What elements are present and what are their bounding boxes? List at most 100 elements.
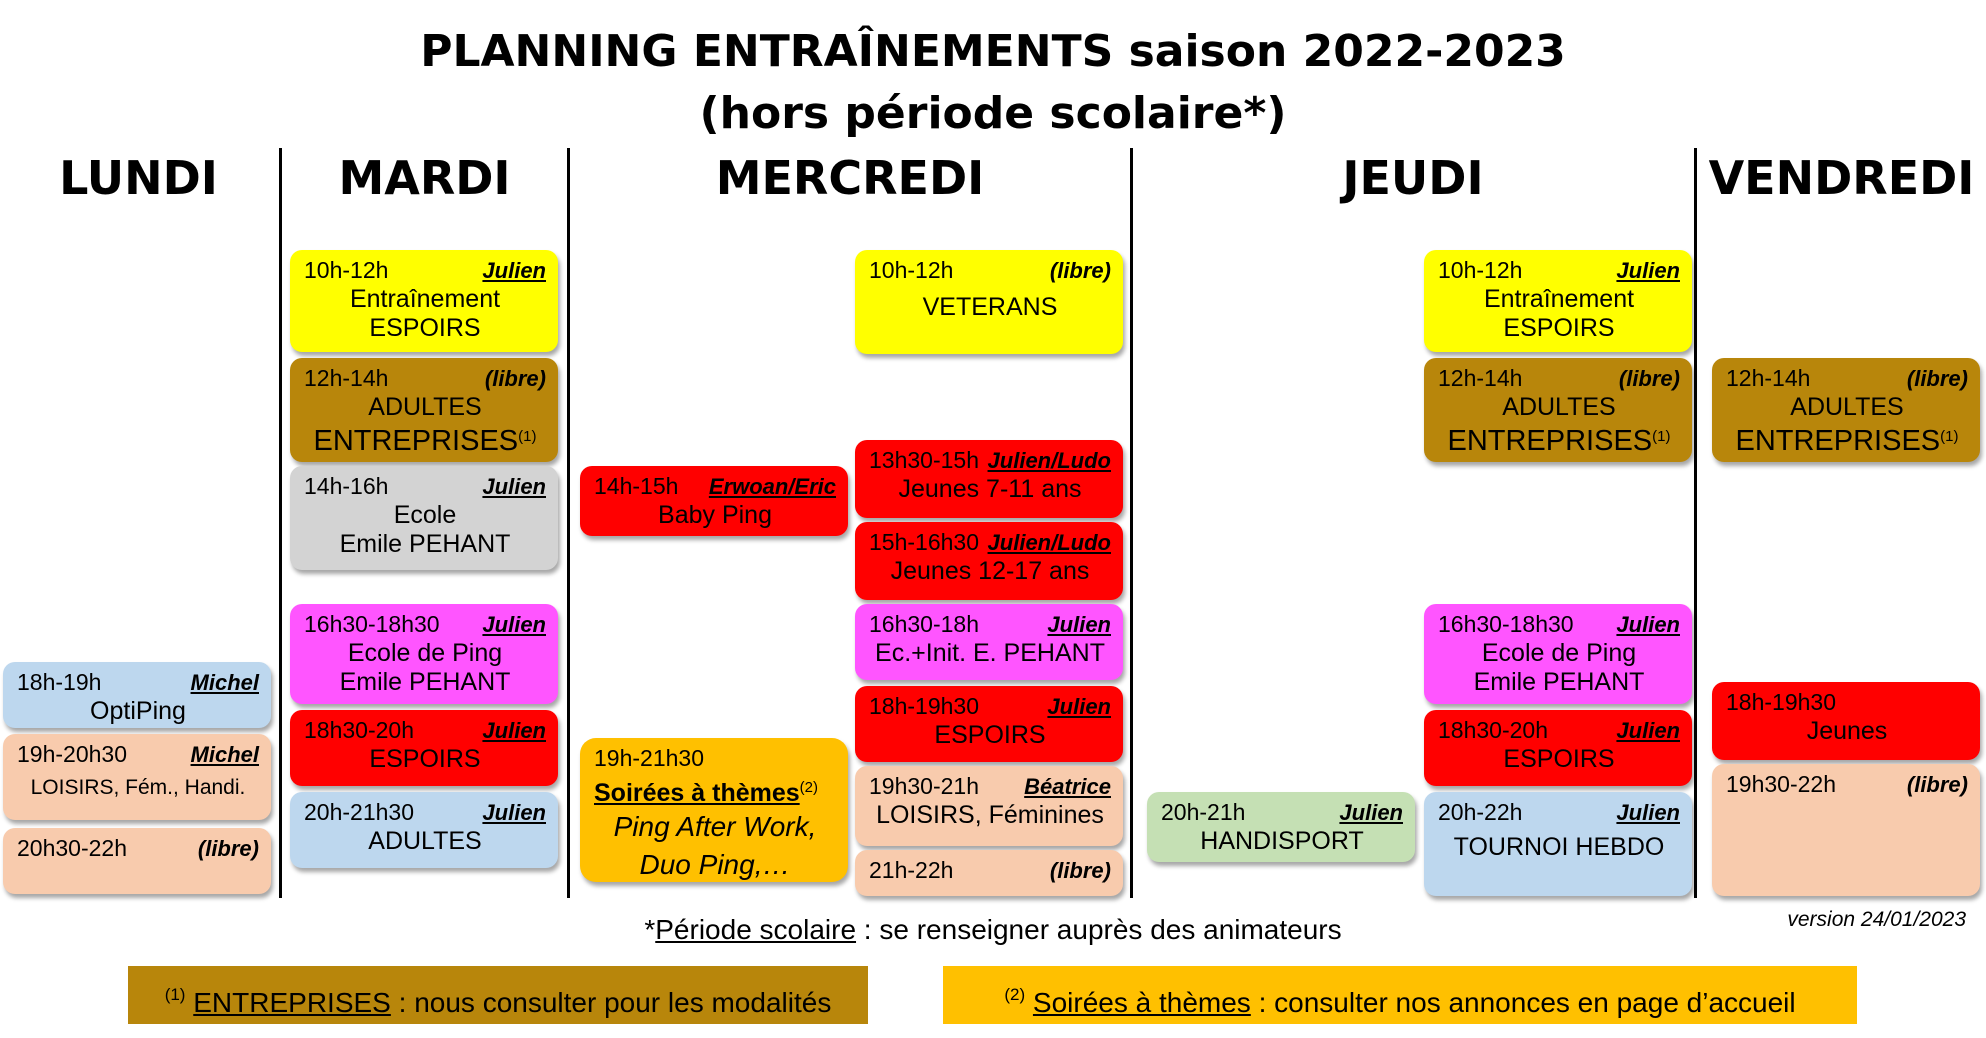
footnote-marker: (1) — [1652, 428, 1671, 445]
slot-coach: Julien — [482, 612, 546, 637]
slot-activity: TOURNOI HEBDO — [1453, 833, 1665, 861]
slot-activity: Jeunes 12-17 ans — [890, 557, 1090, 585]
slot-coach: (libre) — [1049, 258, 1111, 283]
slot-time: 12h-14h — [1726, 365, 1811, 391]
footnote-soirees: (2) Soirées à thèmes : consulter nos ann… — [943, 966, 1857, 1024]
slot-wednesday-veterans: 10h-12h (libre) VETERANS — [855, 250, 1123, 354]
slot-monday-libre: 20h30-22h (libre) — [3, 828, 271, 894]
slot-activity: VETERANS — [922, 293, 1058, 321]
slot-tuesday-espoirs: 18h30-20h Julien ESPOIRS — [290, 710, 558, 786]
slot-time: 12h-14h — [1438, 365, 1523, 391]
footnote-text: : nous consulter pour les modalités — [390, 987, 832, 1018]
slot-coach: (libre) — [1906, 772, 1968, 797]
slot-friday-jeunes: 18h-19h30 Jeunes — [1712, 682, 1980, 760]
slot-time: 20h30-22h — [17, 835, 127, 861]
column-divider — [567, 148, 570, 898]
slot-activity: ADULTES — [1502, 393, 1616, 421]
slot-activity-detail: Ping After Work, — [613, 811, 817, 842]
slot-coach: (libre) — [1049, 858, 1111, 883]
slot-activity: OptiPing — [90, 697, 186, 725]
slot-time: 16h30-18h — [869, 611, 979, 637]
day-header-friday: VENDREDI — [1708, 151, 1975, 205]
slot-coach: Michel — [190, 670, 259, 695]
slot-tuesday-ecole-de-ping: 16h30-18h30 Julien Ecole de Ping Emile PE… — [290, 604, 558, 704]
school-period-note: *Période scolaire : se renseigner auprès… — [0, 910, 1986, 950]
slot-time: 12h-14h — [304, 365, 389, 391]
slot-coach: Julien — [1616, 258, 1680, 283]
day-header-wednesday: MERCREDI — [715, 151, 985, 205]
slot-activity-detail: ESPOIRS — [1503, 314, 1615, 342]
slot-coach: Julien — [1047, 694, 1111, 719]
slot-activity: Ec.+Init. E. PEHANT — [875, 639, 1105, 667]
note-text: : se renseigner auprès des animateurs — [856, 914, 1342, 945]
page-subtitle: (hors période scolaire*) — [699, 88, 1287, 139]
slot-activity-detail: Duo Ping,… — [639, 849, 791, 880]
slot-activity-detail: Emile PEHANT — [339, 668, 511, 696]
slot-time: 14h-15h — [594, 473, 679, 499]
slot-time: 10h-12h — [869, 257, 954, 283]
slot-coach: Béatrice — [1024, 774, 1111, 799]
slot-friday-adultes-entreprises: 12h-14h(libre) ADULTES ENTREPRISES(1) — [1712, 358, 1980, 462]
slot-time: 14h-16h — [304, 473, 389, 499]
slot-time: 18h-19h30 — [1726, 689, 1836, 715]
slot-time: 21h-22h — [869, 857, 954, 883]
slot-wednesday-jeunes-7-11: 13h30-15h Julien/Ludo Jeunes 7-11 ans — [855, 440, 1123, 518]
slot-coach: Julien — [482, 258, 546, 283]
slot-coach: Erwoan/Eric — [708, 474, 836, 499]
slot-activity: ADULTES — [368, 393, 482, 421]
footnote-marker: (2) — [799, 779, 819, 796]
slot-activity: ESPOIRS — [934, 721, 1046, 749]
slot-time: 19h30-21h — [869, 773, 979, 799]
slot-time: 18h-19h — [17, 669, 102, 695]
slot-wednesday-soirees-a-themes: 19h-21h30 Soirées à thèmes(2) Ping After… — [580, 738, 848, 882]
slot-coach: Julien — [1616, 612, 1680, 637]
day-header-monday: LUNDI — [59, 151, 218, 205]
slot-time: 18h30-20h — [1438, 717, 1548, 743]
slot-time: 20h-21h — [1161, 799, 1246, 825]
slot-activity: ESPOIRS — [369, 745, 481, 773]
slot-time: 13h30-15h — [869, 447, 979, 473]
slot-time: 10h-12h — [1438, 257, 1523, 283]
slot-time: 16h30-18h30 — [304, 611, 440, 637]
slot-activity: Jeunes 7-11 ans — [898, 475, 1082, 503]
page-title: PLANNING ENTRAÎNEMENTS saison 2022-2023 — [420, 26, 1566, 77]
slot-activity: ADULTES — [368, 827, 482, 855]
day-header-tuesday: MARDI — [338, 151, 511, 205]
slot-time: 19h-20h30 — [17, 741, 127, 767]
slot-activity-detail: ENTREPRISES — [1447, 425, 1653, 457]
slot-activity: Jeunes — [1806, 717, 1888, 745]
slot-time: 18h30-20h — [304, 717, 414, 743]
footnote-entreprises: (1) ENTREPRISES : nous consulter pour le… — [128, 966, 868, 1024]
slot-wednesday-libre: 21h-22h (libre) — [855, 850, 1123, 896]
slot-activity: HANDISPORT — [1200, 827, 1364, 855]
slot-coach: Julien — [1339, 800, 1403, 825]
slot-activity: ADULTES — [1790, 393, 1904, 421]
slot-activity-detail: ENTREPRISES — [313, 425, 519, 457]
slot-activity-detail: ESPOIRS — [369, 314, 481, 342]
slot-time: 16h30-18h30 — [1438, 611, 1574, 637]
slot-time: 15h-16h30 — [869, 529, 979, 555]
column-divider — [279, 148, 282, 898]
slot-coach: Julien — [482, 800, 546, 825]
slot-coach: Julien/Ludo — [987, 530, 1111, 555]
column-divider — [1130, 148, 1133, 898]
slot-activity: LOISIRS, Féminines — [876, 801, 1104, 829]
slot-activity: Soirées à thèmes — [594, 779, 800, 807]
slot-time: 18h-19h30 — [869, 693, 979, 719]
slot-activity: Ecole de Ping — [347, 639, 503, 667]
slot-coach: Julien/Ludo — [987, 448, 1111, 473]
slot-coach: Julien — [482, 718, 546, 743]
slot-wednesday-jeunes-12-17: 15h-16h30 Julien/Ludo Jeunes 12-17 ans — [855, 522, 1123, 600]
slot-coach: (libre) — [484, 366, 546, 391]
slot-coach: (libre) — [197, 836, 259, 861]
slot-time: 19h30-22h — [1726, 771, 1836, 797]
slot-activity: Ecole — [393, 501, 457, 529]
slot-coach: (libre) — [1618, 366, 1680, 391]
note-star: * — [644, 914, 656, 945]
slot-time: 20h-22h — [1438, 799, 1523, 825]
slot-thursday-handisport: 20h-21h Julien HANDISPORT — [1147, 792, 1415, 862]
